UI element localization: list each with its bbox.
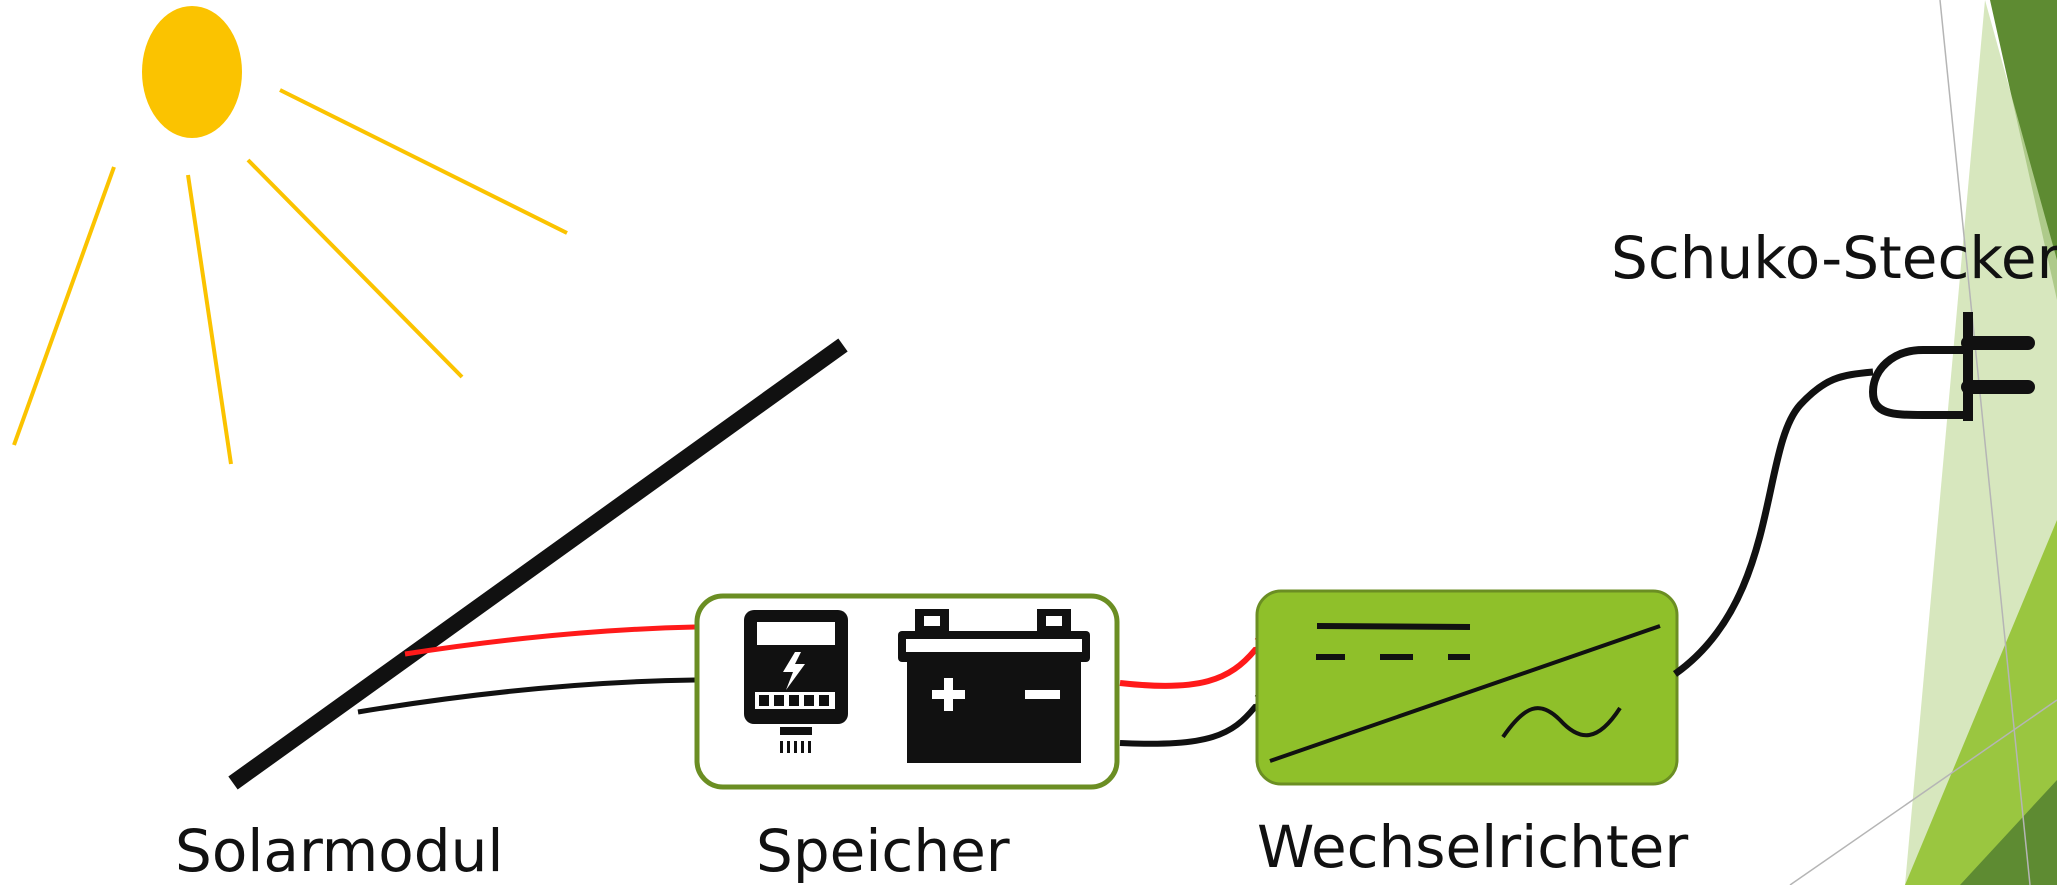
solar-panel-icon [228, 338, 848, 790]
sun-ray [279, 88, 568, 235]
positive-wire-storage-inverter [1119, 643, 1273, 689]
sun-ray [246, 158, 464, 379]
sun-ray [186, 174, 233, 465]
sun-ray [12, 166, 116, 446]
ac-symbol-wave [1501, 706, 1622, 739]
inverter-diagonal [1269, 624, 1661, 763]
plug-cable [1672, 368, 1874, 677]
dc-ac-inverter-icon [1255, 589, 1679, 786]
sun-icon [12, 6, 568, 465]
battery-icon [898, 609, 1090, 763]
decor-green-bottom [1905, 520, 2057, 885]
decor-thin-line-1 [1939, 0, 2031, 885]
decor-thin-line-2 [1789, 699, 2057, 885]
solar-module-label: Solarmodul [175, 817, 504, 885]
slide-decoration [1789, 0, 2057, 885]
sun-disc [142, 6, 242, 138]
dc-symbol-solid [1316, 623, 1471, 630]
plug-label: Schuko-Stecker [1611, 224, 2057, 292]
inverter-label: Wechselrichter [1257, 813, 1689, 881]
negative-wire-storage-inverter [1119, 700, 1273, 747]
schuko-plug-icon [1869, 312, 2035, 421]
electricity-meter-icon [744, 610, 848, 753]
decor-dark-green-corner [1960, 780, 2057, 885]
negative-wire-panel-storage [357, 677, 696, 715]
storage-box [694, 593, 1120, 790]
inverter-box [1255, 589, 1679, 786]
positive-wire-panel-storage [404, 624, 696, 657]
storage-label: Speicher [756, 817, 1010, 885]
